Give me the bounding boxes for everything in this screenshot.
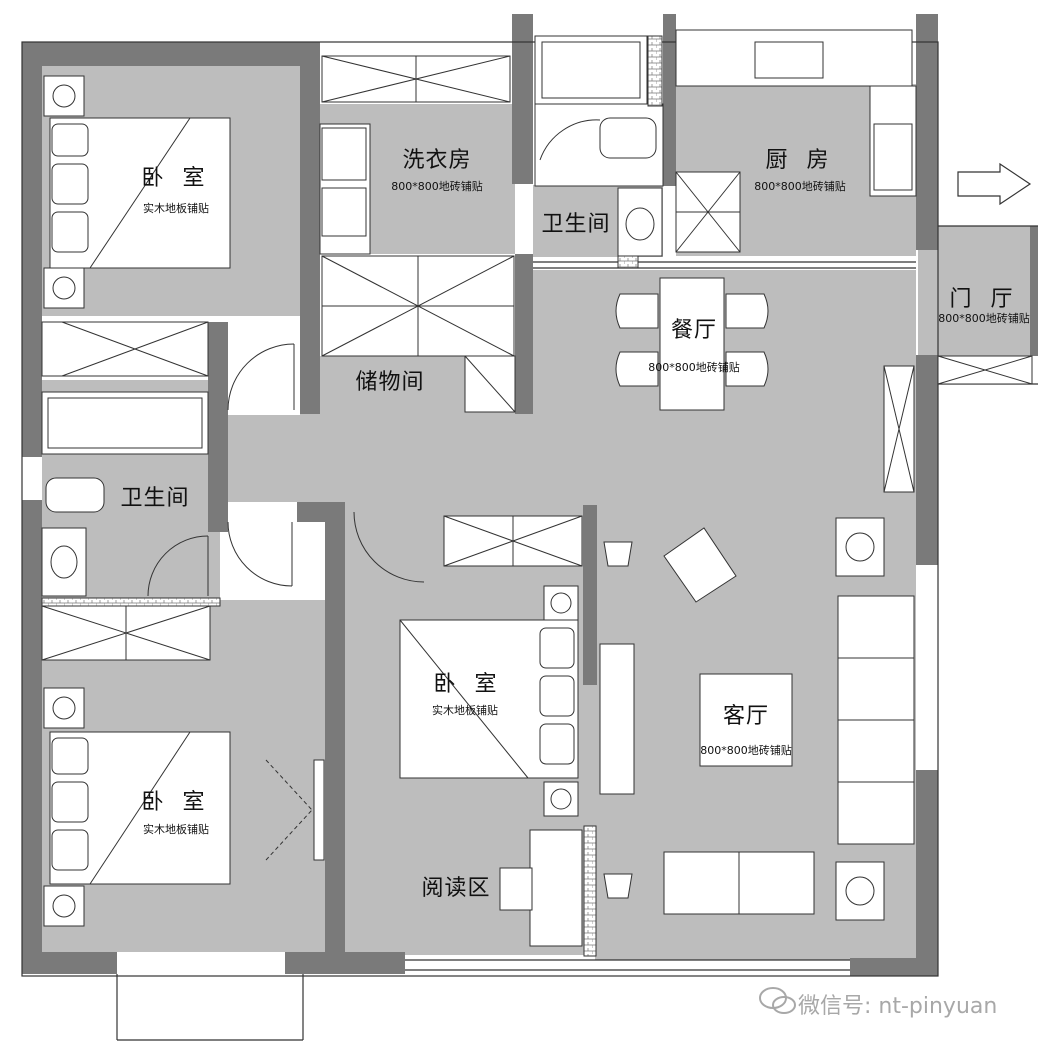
room-label-living: 客厅 [722, 704, 770, 729]
floor-note-bedroom-center: 实木地板铺贴 [432, 704, 498, 717]
bedroom-center-furniture [399, 515, 635, 957]
watermark-text: 微信号: nt-pinyuan [798, 994, 998, 1019]
room-label-bedroom-sw: 卧 室 [141, 790, 211, 815]
floor-note-living: 800*800地砖铺贴 [700, 744, 792, 757]
bath-left-fixtures [41, 391, 221, 607]
room-label-bedroom-center: 卧 室 [433, 672, 503, 697]
bedroom-nw-furniture [41, 75, 231, 377]
entry-arrow-icon [957, 162, 1032, 206]
door-swings [147, 119, 601, 861]
floor-note-bedroom-nw: 实木地板铺贴 [143, 202, 209, 215]
floor-note-foyer: 800*800地砖铺贴 [938, 312, 1030, 325]
living-furniture [603, 517, 915, 921]
dining-table [615, 277, 769, 411]
room-label-laundry: 洗衣房 [402, 148, 472, 173]
floor-note-kitchen: 800*800地砖铺贴 [754, 180, 846, 193]
walls [22, 14, 1038, 976]
room-label-foyer: 门 厅 [949, 287, 1019, 312]
outline-lines [21, 41, 1038, 1041]
room-label-bath-left: 卫生间 [120, 486, 190, 511]
room-label-dining: 餐厅 [670, 318, 718, 343]
room-label-reading: 阅读区 [421, 876, 491, 901]
storage-floor [320, 356, 465, 412]
main-floor [220, 270, 916, 960]
room-label-bath-top: 卫生间 [541, 212, 611, 237]
room-label-kitchen: 厨 房 [765, 148, 835, 173]
bedroom-sw-furniture [41, 605, 325, 927]
cabinets-top [319, 29, 917, 255]
bath-top-fixtures [534, 35, 664, 269]
room-label-bedroom-nw: 卧 室 [141, 166, 211, 191]
floor-note-bedroom-sw: 实木地板铺贴 [143, 823, 209, 836]
floor-note-dining: 800*800地砖铺贴 [648, 361, 740, 374]
foyer-cabinets [883, 355, 1033, 493]
wechat-icon [759, 987, 796, 1014]
storage-cabinets [321, 255, 516, 413]
floor-note-laundry: 800*800地砖铺贴 [391, 180, 483, 193]
room-label-storage: 储物间 [355, 370, 425, 395]
